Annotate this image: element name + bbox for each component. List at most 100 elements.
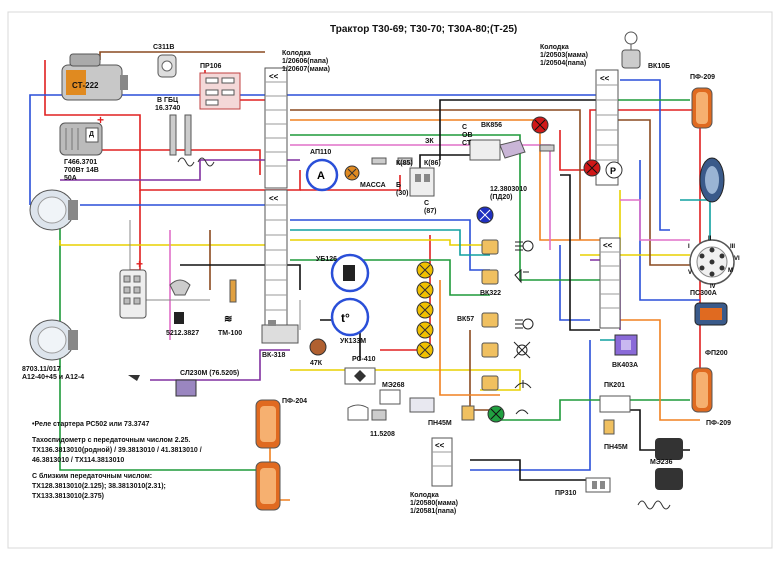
pn45m-right-label: ПН45М [604, 444, 628, 451]
notes: •Реле стартера РС502 или 73.3747 Тахоспи… [32, 420, 272, 508]
connector-2-label: Колодка 1/20503(мама) 1/20504(папа) [540, 44, 588, 67]
svg-text:+: + [97, 113, 104, 127]
ub126-label: УБ126 [316, 256, 338, 263]
wiper-icon [347, 404, 387, 421]
svg-text:VI: VI [734, 256, 740, 262]
note-tacho: Тахоспидометр с передаточным числом 2.25… [32, 437, 202, 464]
wires [29, 51, 711, 501]
svg-text:<<: << [269, 194, 279, 203]
turn-signal-lamp-icon [487, 405, 505, 423]
alternator-icon [59, 122, 103, 156]
fuse-block-icon [119, 269, 147, 319]
vk403a-label: ВК403А [612, 362, 639, 369]
note-relay: •Реле стартера РС502 или 73.3747 [32, 421, 150, 428]
svg-text:<<: << [600, 74, 610, 83]
ap110-label: АП110 [310, 149, 332, 156]
front-lamp-pf204-icon [255, 399, 281, 511]
fuel-gauge-icon [330, 253, 370, 293]
lamp-icon [344, 157, 413, 181]
relay-pr106-label: ПР106 [200, 63, 222, 70]
warning-lamp-icon: P [531, 116, 623, 179]
vk10b-label: ВК10Б [648, 63, 671, 70]
connector-block-1: << [264, 67, 288, 189]
pr310-label: ПР310 [555, 490, 577, 497]
ammeter-label: А [317, 170, 325, 182]
wiper-motor-icon [128, 375, 197, 397]
indicator-lamps-icon [416, 261, 434, 359]
starter-label: СТ-222 [72, 81, 99, 90]
svg-text:III: III [730, 244, 735, 250]
pk201-label: ПК201 [604, 382, 625, 389]
glow-plug-icon [169, 114, 215, 167]
vk322-label: ВК322 [480, 290, 502, 297]
me236-label: МЭ236 [650, 459, 673, 466]
glow-plug-label: 16.3740 [155, 105, 181, 112]
temperature-sender-icon: ≋ [224, 279, 237, 325]
switch-pk201-icon [599, 395, 631, 435]
svg-text:<<: << [603, 241, 613, 250]
resistor-label: 47К [310, 360, 323, 367]
sl230-label: СЛ230М (76.5205) [180, 370, 240, 377]
headlight-label: 8703.11/017 А12-40+45 и А12-4 [22, 366, 85, 381]
headlight-icon [29, 189, 78, 361]
vk856-label: ВК856 [481, 122, 503, 129]
socket-icon [689, 239, 735, 285]
connector-block-2: << [595, 69, 619, 186]
turn-relay-lamp-icon [476, 206, 494, 224]
switch-vk403a-icon [614, 334, 638, 356]
function-icons [513, 240, 534, 415]
turn-relay-label: 12.3803010 (ПД20) [490, 186, 527, 201]
temperature-gauge-icon: t° [330, 297, 370, 337]
zk-label: ЗК [425, 138, 434, 145]
horn-me236-icon [637, 438, 683, 510]
k86-label: К(86) [424, 160, 441, 167]
fuel-sender-icon [169, 279, 191, 324]
relay-rs410-icon [344, 367, 376, 385]
switch-vk10b-icon [621, 31, 641, 69]
socket-pin-labels: I II III VI V IV M [688, 236, 740, 290]
relay-pr106-icon [199, 72, 241, 110]
note-tacho-alt: С близким передаточным числом: ТХ128.381… [32, 473, 166, 500]
alternator-d-label: Д [89, 131, 94, 138]
switch-vk318-icon [261, 320, 299, 344]
ignition-positions-label: С ОВ СТ [462, 124, 473, 147]
svg-text:M: M [728, 268, 733, 274]
rs410-label: РС-410 [352, 356, 376, 363]
pn45m-mid-label: ПН45М [428, 420, 452, 427]
ps300a-label: ПС300А [690, 290, 717, 297]
starter-relay-icon [409, 167, 435, 197]
me268-label: МЭ268 [382, 382, 405, 389]
switch-column-icon [481, 239, 499, 391]
alternator-label: Г466.3701 700Вт 14В 50А [64, 159, 99, 182]
resistor-47k-icon [309, 338, 327, 356]
svg-text:<<: << [269, 72, 279, 81]
svg-text:≋: ≋ [224, 314, 232, 325]
svg-text:+: + [136, 257, 143, 271]
fuel-sender-label: 5212.3827 [166, 330, 200, 337]
vk318-label: ВК-318 [262, 352, 286, 359]
to-gbc-label: В ГБЦ [157, 97, 179, 104]
side-lamp-icon [691, 87, 713, 413]
pf209-bottom-label: ПФ-209 [706, 420, 732, 427]
glow-controller-label: С311В [153, 44, 175, 51]
svg-text:V: V [688, 270, 692, 276]
connector-3-label: Колодка 1/20580(мама) 1/20581(папа) [410, 492, 458, 515]
connector-block-2b: << [599, 237, 621, 329]
connector-block-3: << [431, 437, 453, 487]
pump-label: 11.5208 [370, 431, 395, 438]
temp-sender-label: ТМ-100 [218, 330, 243, 337]
page-title: Трактор Т30-69; Т30-70; Т30А-80;(Т-25) [330, 24, 518, 35]
ammeter-icon [305, 158, 339, 192]
svg-text:II: II [708, 236, 712, 242]
glow-controller-icon [157, 54, 177, 78]
svg-text:IV: IV [710, 284, 716, 290]
b30-label: Б (30) [396, 182, 409, 197]
massa-label: МАССА [360, 182, 386, 189]
headlight-right-icon [699, 157, 725, 203]
svg-text:t°: t° [341, 311, 350, 325]
pf204-label: ПФ-204 [282, 398, 308, 405]
svg-text:I: I [688, 244, 690, 250]
c87-label: С (87) [424, 200, 437, 215]
